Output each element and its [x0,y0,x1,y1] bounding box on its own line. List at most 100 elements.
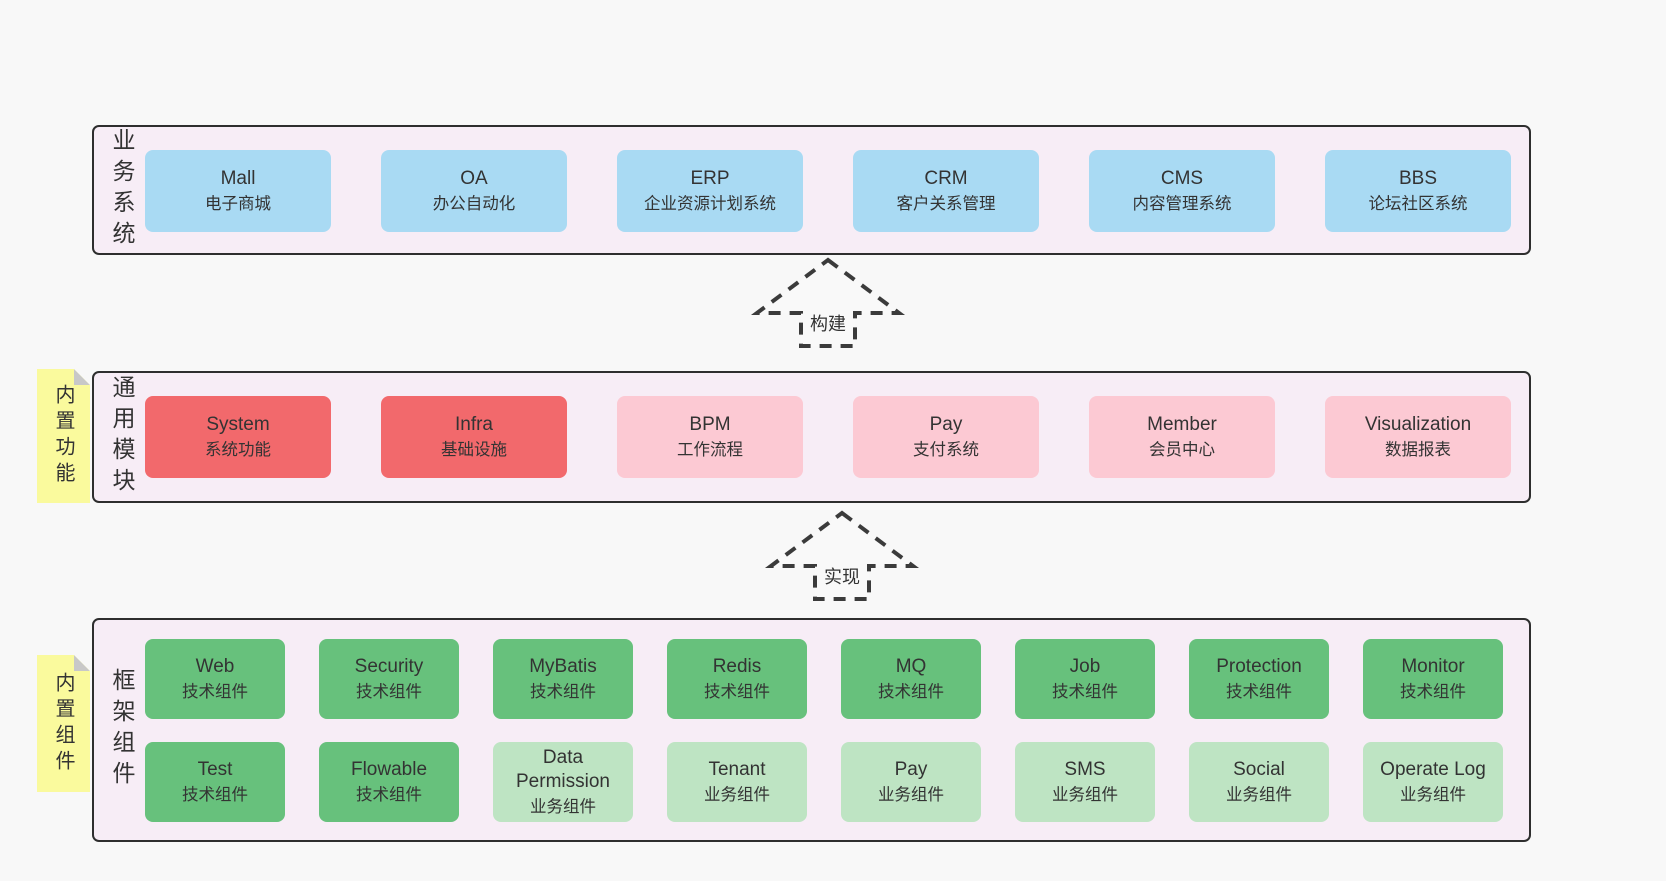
box-crm: CRM 客户关系管理 [853,150,1039,232]
box-infra: Infra 基础设施 [381,396,567,478]
box-title: Infra [454,414,494,436]
box-mall: Mall 电子商城 [145,150,331,232]
build-arrow: 构建 [748,257,908,349]
box-title: Tenant [708,759,766,781]
box-subtitle: 技术组件 [182,786,248,805]
box-bpm: BPM 工作流程 [617,396,803,478]
framework-components-label: 框架组件 [109,668,135,792]
box-title: MyBatis [529,656,597,678]
box-title: ERP [690,168,730,190]
box-flowable: Flowable 技术组件 [319,742,459,822]
box-title: OA [460,168,488,190]
box-social: Social 业务组件 [1189,742,1329,822]
box-title: CMS [1160,168,1204,190]
box-title: Job [1069,656,1101,678]
box-subtitle: 内容管理系统 [1132,195,1232,214]
box-subtitle: 技术组件 [1052,683,1118,702]
box-title: Pay [929,414,963,436]
box-subtitle: 技术组件 [356,683,422,702]
box-monitor: Monitor 技术组件 [1363,639,1503,719]
box-title: Data Permission [516,747,610,793]
box-web: Web 技术组件 [145,639,285,719]
business-systems-label: 业务系统 [109,128,135,252]
box-subtitle: 技术组件 [1226,683,1292,702]
box-title: BPM [689,414,731,436]
built-in-components-label: 内置组件 [52,671,74,776]
box-title: Web [195,656,235,678]
folded-corner-icon [74,369,90,385]
box-bbs: BBS 论坛社区系统 [1325,150,1511,232]
box-redis: Redis 技术组件 [667,639,807,719]
box-title: Test [197,759,233,781]
box-member: Member 会员中心 [1089,396,1275,478]
framework-components-band: 框架组件 Web 技术组件 Security 技术组件 MyBatis 技术组件… [92,618,1531,842]
box-mybatis: MyBatis 技术组件 [493,639,633,719]
box-test: Test 技术组件 [145,742,285,822]
box-title: System [206,414,270,436]
box-title: Flowable [350,759,428,781]
box-subtitle: 技术组件 [878,683,944,702]
box-title: Protection [1216,656,1302,678]
up-arrow-icon [764,510,920,601]
box-security: Security 技术组件 [319,639,459,719]
box-subtitle: 业务组件 [530,797,596,816]
box-subtitle: 技术组件 [1400,683,1466,702]
common-modules-band: 通用模块 System 系统功能 Infra 基础设施 BPM 工作流程 Pay… [92,371,1531,503]
up-arrow-icon [750,257,906,348]
box-subtitle: 企业资源计划系统 [644,195,776,214]
built-in-components-sticky: 内置组件 [37,655,90,792]
box-subtitle: 技术组件 [704,683,770,702]
box-protection: Protection 技术组件 [1189,639,1329,719]
implement-arrow: 实现 [762,510,922,602]
box-title: Redis [712,656,762,678]
box-title: Pay [894,759,928,781]
box-subtitle: 业务组件 [704,786,770,805]
built-in-features-label: 内置功能 [52,384,74,488]
box-title: Mall [220,168,256,190]
box-title: Visualization [1364,414,1472,436]
box-title: MQ [895,656,927,678]
box-title: Operate Log [1380,759,1486,781]
box-subtitle: 电子商城 [205,195,271,214]
built-in-features-sticky: 内置功能 [37,369,90,503]
box-subtitle: 办公自动化 [432,195,516,214]
box-title: Social [1233,759,1285,781]
box-subtitle: 业务组件 [1226,786,1292,805]
box-title: Monitor [1401,656,1465,678]
box-job: Job 技术组件 [1015,639,1155,719]
box-subtitle: 工作流程 [677,441,743,460]
box-sms: SMS 业务组件 [1015,742,1155,822]
box-subtitle: 数据报表 [1385,441,1451,460]
box-subtitle: 基础设施 [441,441,507,460]
box-subtitle: 会员中心 [1149,441,1215,460]
box-subtitle: 业务组件 [878,786,944,805]
box-pay-component: Pay 业务组件 [841,742,981,822]
box-visualization: Visualization 数据报表 [1325,396,1511,478]
box-subtitle: 技术组件 [356,786,422,805]
box-title: CRM [924,168,968,190]
build-arrow-label: 构建 [810,314,846,334]
box-data-permission: Data Permission 业务组件 [493,742,633,822]
box-subtitle: 业务组件 [1052,786,1118,805]
box-pay: Pay 支付系统 [853,396,1039,478]
box-subtitle: 技术组件 [530,683,596,702]
box-title: SMS [1064,759,1106,781]
box-subtitle: 业务组件 [1400,786,1466,805]
box-tenant: Tenant 业务组件 [667,742,807,822]
box-subtitle: 论坛社区系统 [1368,195,1468,214]
implement-arrow-label: 实现 [824,567,860,587]
box-title: Member [1147,414,1217,436]
box-system: System 系统功能 [145,396,331,478]
box-subtitle: 系统功能 [205,441,271,460]
box-subtitle: 支付系统 [913,441,979,460]
business-systems-band: 业务系统 Mall 电子商城 OA 办公自动化 ERP 企业资源计划系统 CRM… [92,125,1531,255]
folded-corner-icon [74,655,90,671]
box-title: Security [354,656,424,678]
box-title: BBS [1398,168,1438,190]
box-subtitle: 客户关系管理 [896,195,996,214]
box-cms: CMS 内容管理系统 [1089,150,1275,232]
box-subtitle: 技术组件 [182,683,248,702]
box-oa: OA 办公自动化 [381,150,567,232]
box-erp: ERP 企业资源计划系统 [617,150,803,232]
